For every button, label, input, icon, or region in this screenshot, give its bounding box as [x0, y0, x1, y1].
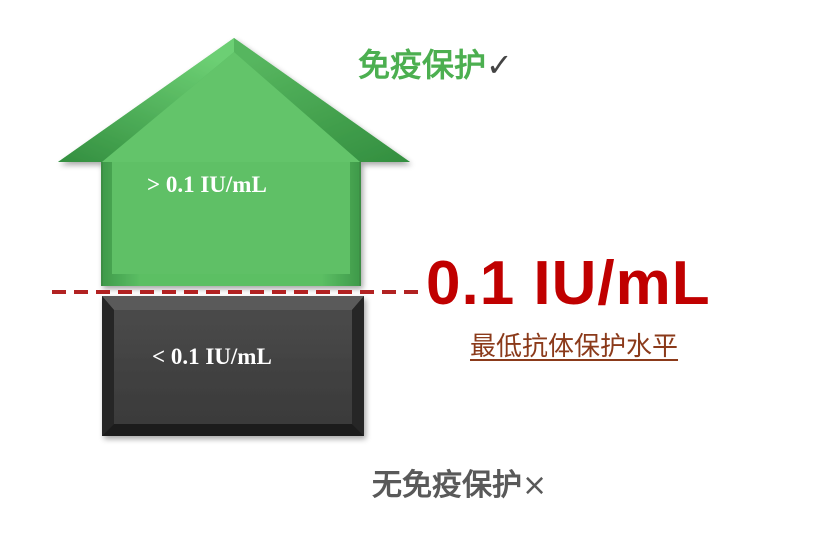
no-immune-protection-text: 无免疫保护: [372, 468, 522, 503]
immune-protection-text: 免疫保护: [358, 46, 487, 84]
check-icon: ✓: [486, 46, 513, 84]
threshold-description: 最低抗体保护水平: [470, 332, 679, 362]
no-immune-protection-label: 无免疫保护×: [372, 460, 547, 504]
cross-icon: ×: [522, 468, 548, 503]
above-threshold-text: > 0.1 IU/mL: [147, 172, 267, 197]
immune-protection-label: 免疫保护✓: [358, 40, 513, 86]
threshold-value: 0.1 IU/mL: [426, 249, 711, 318]
below-threshold-text: < 0.1 IU/mL: [152, 344, 272, 369]
up-arrow-shape: [58, 38, 410, 286]
lower-box-shape: [102, 296, 364, 436]
